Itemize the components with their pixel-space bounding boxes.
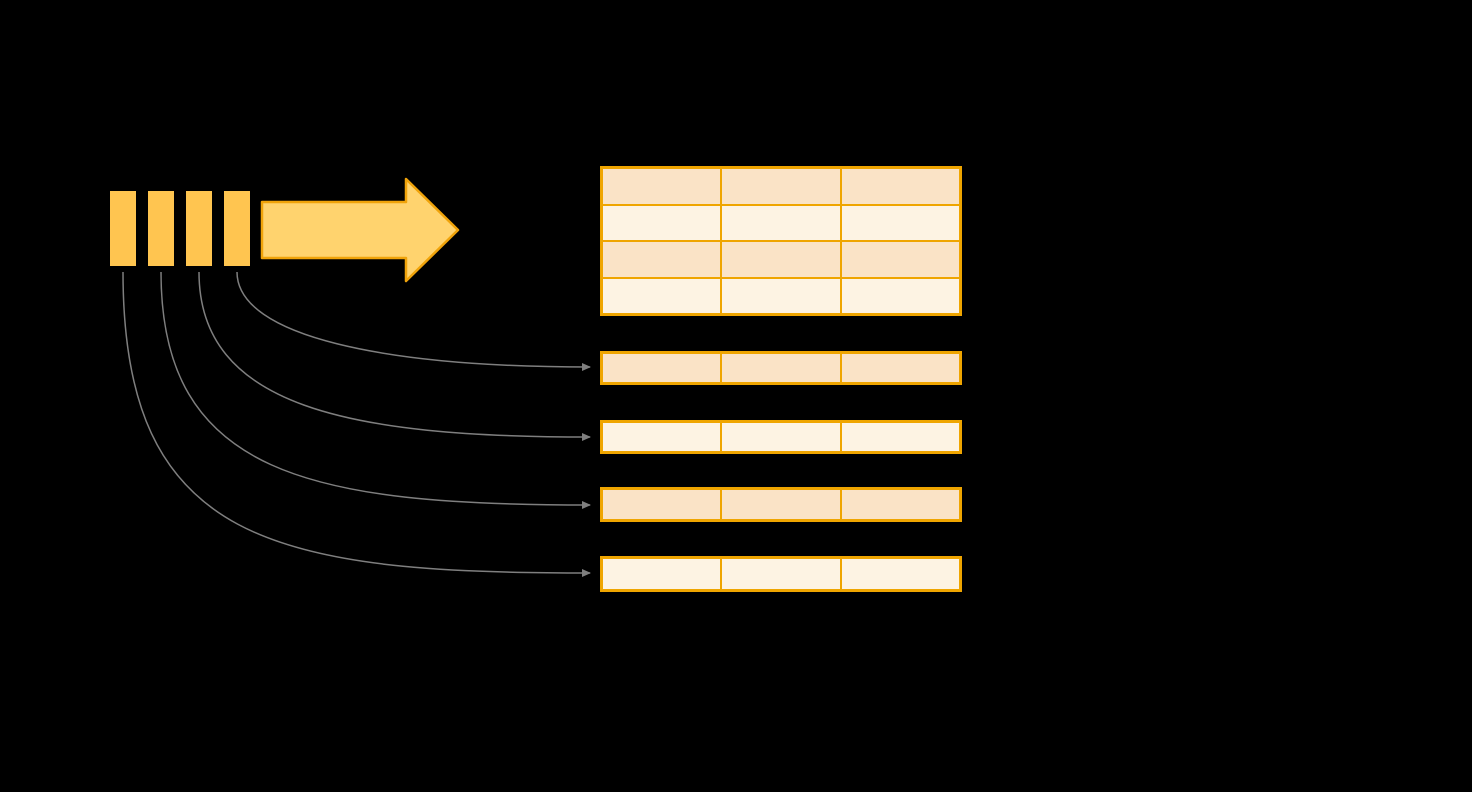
connector-arrow (160, 271, 591, 509)
connector-arrow (122, 271, 591, 577)
table-cell (840, 168, 960, 205)
table-cell (602, 168, 722, 205)
table-cell (721, 168, 841, 205)
row-table (600, 556, 962, 592)
table-cell (602, 277, 722, 314)
row-table (600, 487, 962, 522)
table-cell (602, 241, 722, 278)
table-cell (840, 204, 960, 241)
stream-bar (148, 191, 174, 266)
table-cell (721, 353, 841, 383)
stream-bar (224, 191, 250, 266)
table-cell (840, 353, 960, 383)
table-cell (840, 422, 960, 452)
table-cell (840, 277, 960, 314)
stream-bar (110, 191, 136, 266)
table-cell (721, 277, 841, 314)
table-cell (721, 204, 841, 241)
flow-arrow-icon (260, 177, 460, 283)
table-cell (602, 353, 722, 383)
row-table (600, 420, 962, 454)
main-table (600, 166, 962, 316)
table-cell (840, 558, 960, 590)
table-cell (721, 558, 841, 590)
row-table (600, 351, 962, 385)
table-cell (721, 489, 841, 520)
table-cell (721, 241, 841, 278)
stream-bar (186, 191, 212, 266)
connector-arrow (236, 271, 591, 371)
connector-arrow (198, 271, 591, 441)
table-cell (602, 558, 722, 590)
table-cell (602, 422, 722, 452)
table-cell (602, 204, 722, 241)
table-cell (840, 489, 960, 520)
table-cell (840, 241, 960, 278)
table-cell (721, 422, 841, 452)
table-cell (602, 489, 722, 520)
